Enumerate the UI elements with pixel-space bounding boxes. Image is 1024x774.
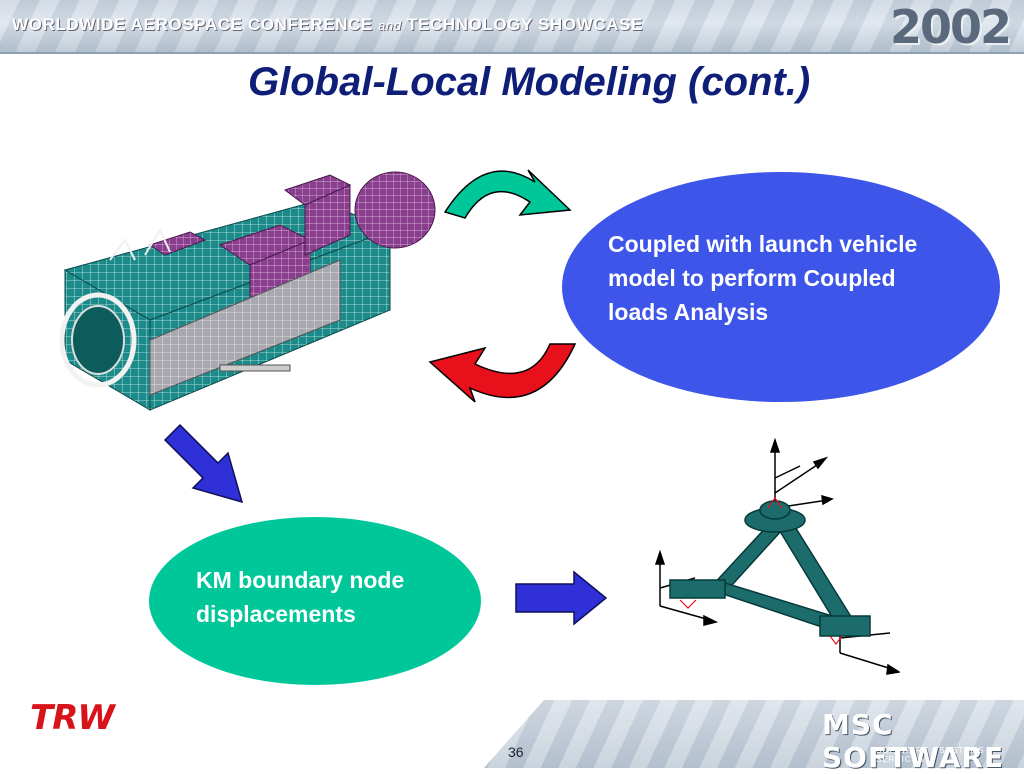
curved-red-arrow-icon [428,343,577,403]
banner-text-1: WORLDWIDE AEROSPACE CONFERENCE [12,15,373,34]
local-model-image [654,438,900,675]
page-number: 36 [508,744,524,760]
footer-background [484,700,1024,768]
conference-banner: WORLDWIDE AEROSPACE CONFERENCE and TECHN… [0,0,1024,54]
msc-software-tagline: SOFTWARE • SYSTEMS • SERVICES [876,746,992,764]
km-boundary-text: KM boundary node displacements [196,567,405,627]
km-boundary-ellipse [149,517,481,685]
footer [0,700,1024,768]
banner-background [0,0,1024,52]
banner-title: WORLDWIDE AEROSPACE CONFERENCE and TECHN… [12,15,643,35]
slide-title: Global-Local Modeling (cont.) [248,60,811,104]
banner-text-2: TECHNOLOGY SHOWCASE [407,15,643,34]
fe-model-image [59,171,436,411]
diagonal-blue-arrow-icon [163,423,244,504]
msc-software-logo: MSC SOFTWARE [822,708,1005,774]
curved-green-arrow-icon [443,169,572,219]
banner-and: and [378,18,402,33]
trw-logo: TRW [30,698,115,738]
coupled-loads-text: Coupled with launch vehicle model to per… [608,227,958,329]
banner-year: 2002 [889,0,1012,54]
coupled-loads-label: Coupled with launch vehicle model to per… [608,231,918,325]
footer-stripes [484,700,1024,768]
right-blue-arrow-icon [515,570,608,626]
coupled-loads-ellipse [562,172,1000,402]
